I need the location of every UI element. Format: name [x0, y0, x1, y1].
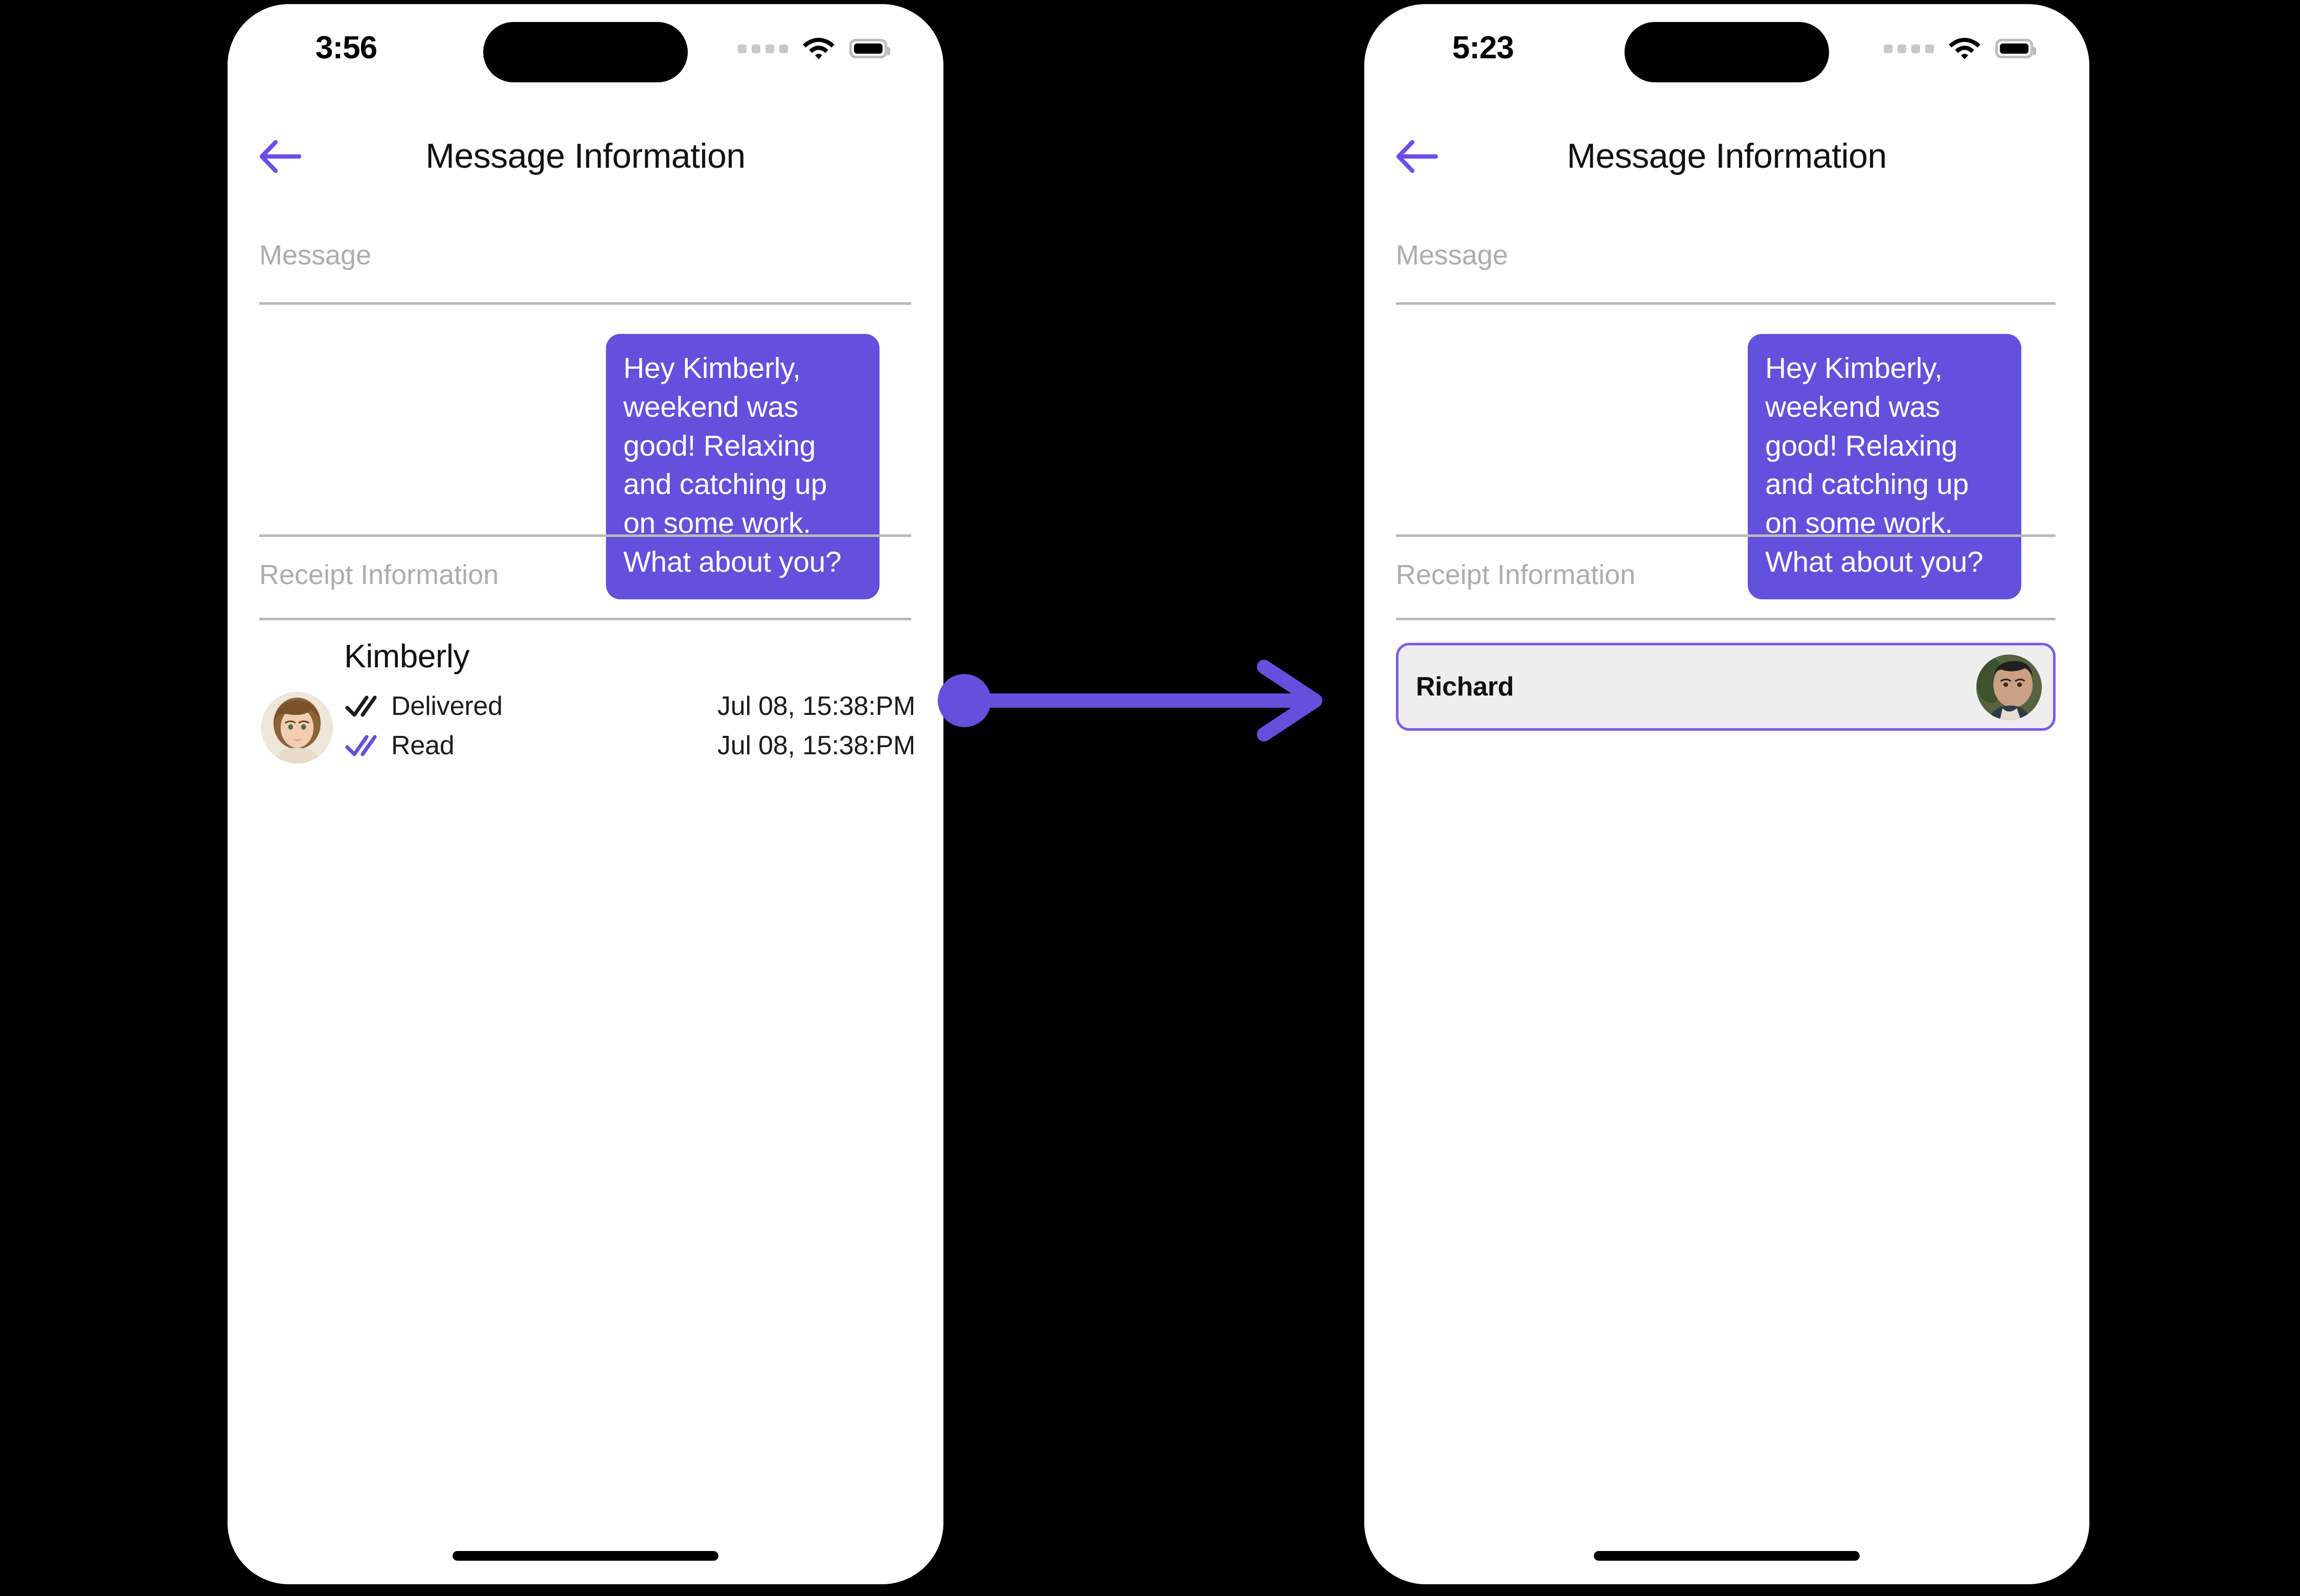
avatar-richard	[1976, 655, 2042, 720]
transition-arrow	[938, 660, 1322, 741]
status-bar-time: 3:56	[315, 30, 377, 65]
divider-above-receipt	[1396, 534, 2056, 537]
status-bar: 5:23	[1364, 4, 2089, 91]
receipt-card-name: Richard	[1416, 672, 1514, 702]
home-indicator	[1594, 1551, 1860, 1561]
status-label-read: Read	[391, 731, 455, 760]
double-check-icon	[345, 735, 377, 756]
divider-receipt	[259, 618, 911, 620]
page-title: Message Information	[1567, 137, 1887, 175]
double-check-icon	[345, 695, 377, 717]
status-row-read: Read	[345, 730, 455, 761]
nav-bar: Message Information	[228, 132, 943, 193]
receipt-contact-name: Kimberly	[344, 638, 469, 675]
battery-full-icon	[849, 39, 890, 58]
home-indicator	[453, 1551, 718, 1561]
status-bar-time: 5:23	[1452, 30, 1514, 65]
status-bar-indicators	[738, 36, 890, 61]
arrow-start-dot	[938, 674, 991, 727]
signal-dots-icon	[738, 44, 788, 53]
section-label-message: Message	[259, 240, 372, 271]
signal-dots-icon	[1884, 44, 1934, 53]
section-label-message: Message	[1396, 240, 1508, 271]
divider-message	[259, 302, 911, 305]
status-timestamp-delivered: Jul 08, 15:38:PM	[717, 691, 915, 721]
phone-screen-after: 5:23 Message Information Message Hey Kim…	[1364, 4, 2089, 1584]
page-title: Message Information	[425, 137, 746, 175]
section-label-receipt: Receipt Information	[259, 559, 499, 590]
arrow-head	[1257, 660, 1322, 741]
battery-full-icon	[1995, 39, 2036, 58]
wifi-icon	[803, 38, 835, 59]
divider-above-receipt	[259, 534, 911, 537]
divider-receipt	[1396, 618, 2056, 620]
status-timestamp-read: Jul 08, 15:38:PM	[717, 731, 915, 760]
wifi-icon	[1949, 38, 1980, 59]
status-row-delivered: Delivered	[345, 691, 503, 722]
message-bubble: Hey Kimberly, weekend was good! Relaxing…	[606, 334, 880, 599]
back-arrow-icon[interactable]	[258, 138, 302, 175]
nav-bar: Message Information	[1364, 132, 2089, 193]
dynamic-island	[1625, 22, 1829, 82]
divider-message	[1396, 302, 2056, 305]
status-bar-indicators	[1884, 36, 2036, 61]
status-bar: 3:56	[228, 4, 943, 91]
section-label-receipt: Receipt Information	[1396, 559, 1636, 590]
dynamic-island	[483, 22, 688, 82]
status-label-delivered: Delivered	[391, 691, 503, 721]
back-arrow-icon[interactable]	[1395, 138, 1439, 175]
phone-screen-before: 3:56 Message Information Message Hey Kim…	[228, 4, 943, 1584]
receipt-card-richard[interactable]: Richard	[1396, 643, 2056, 731]
message-bubble: Hey Kimberly, weekend was good! Relaxing…	[1748, 334, 2021, 599]
avatar-kimberly	[261, 692, 333, 763]
